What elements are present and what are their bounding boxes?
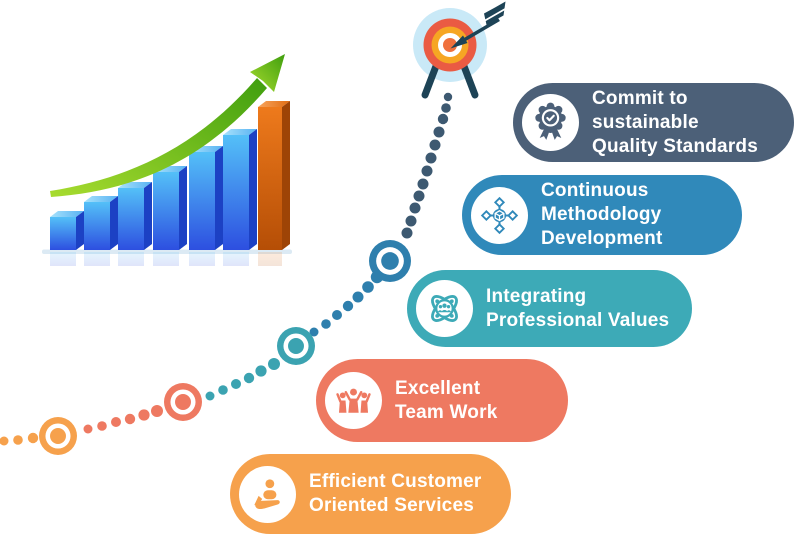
trail-dot — [151, 405, 163, 417]
milestone-label-methodology: Continuous Methodology Development — [541, 180, 663, 249]
trail-dot — [352, 291, 364, 303]
trail-dot — [421, 165, 433, 177]
chart-bar-reflection — [84, 252, 110, 266]
trail-dot — [243, 372, 255, 384]
chart-bar-side-face — [215, 146, 223, 250]
trail-dot — [309, 327, 319, 337]
blockchain-cubes-icon — [471, 186, 528, 244]
milestone-pill-professional-values: Integrating Professional Values — [407, 270, 692, 347]
dotted-path — [0, 92, 453, 446]
chart-bar-top-face — [50, 211, 84, 217]
milestone-pill-quality-standards: Commit to sustainable Quality Standards — [513, 83, 794, 162]
milestone-label-quality-standards: Commit to sustainable Quality Standards — [592, 87, 758, 157]
trail-dot — [433, 126, 445, 138]
trail-dot — [231, 379, 241, 389]
trail-dot — [401, 227, 413, 239]
chart-bar — [84, 202, 110, 250]
milestone-label-customer-services: Efficient Customer Oriented Services — [309, 471, 482, 516]
target-icon — [413, 1, 507, 99]
trail-dot — [97, 421, 107, 431]
chart-bar-side-face — [76, 211, 84, 250]
trail-dot — [413, 190, 425, 202]
dart-icon — [450, 1, 507, 49]
target-bullseye — [443, 38, 457, 52]
chart-bar-top-face — [258, 101, 290, 107]
chart-bar — [118, 188, 144, 250]
milestone-pill-customer-services: Efficient Customer Oriented Services — [230, 454, 511, 534]
trail-dot — [83, 424, 93, 434]
trail-dot — [124, 413, 136, 425]
trail-dot — [255, 365, 267, 377]
milestone-node-customer-services — [39, 417, 77, 455]
chart-bar-reflection — [50, 252, 76, 266]
milestone-node-professional-values — [277, 327, 315, 365]
team-celebration-icon — [325, 372, 382, 429]
chart-bar — [153, 172, 179, 250]
trail-dot — [437, 113, 449, 125]
trail-dot — [342, 300, 354, 312]
award-ribbon-icon — [522, 94, 579, 151]
chart-bar — [50, 217, 76, 250]
milestone-nodes — [39, 240, 411, 455]
milestone-node-methodology — [369, 240, 411, 282]
chart-bar-side-face — [249, 129, 257, 250]
trail-dot — [218, 385, 228, 395]
trail-dot — [441, 103, 451, 113]
customer-care-icon — [239, 465, 296, 523]
chart-bar-reflection — [189, 252, 215, 266]
growth-arrow — [50, 54, 285, 197]
milestone-pill-methodology: Continuous Methodology Development — [462, 175, 742, 255]
chart-bar-reflection — [153, 252, 179, 266]
growth-bar-chart — [50, 101, 290, 266]
milestone-label-professional-values: Integrating Professional Values — [486, 285, 670, 331]
milestone-pill-teamwork: Excellent Team Work — [316, 359, 568, 442]
trail-dot — [362, 281, 374, 293]
chart-bar — [258, 107, 282, 250]
milestone-node-teamwork — [164, 383, 202, 421]
chart-bar-reflection — [118, 252, 144, 266]
chart-bar-side-face — [110, 196, 118, 250]
trail-dot — [425, 152, 437, 164]
chart-bar-top-face — [223, 129, 257, 135]
milestone-label-teamwork: Excellent Team Work — [395, 377, 498, 423]
chart-bar-top-face — [84, 196, 118, 202]
trail-dot — [417, 178, 429, 190]
trail-dot — [429, 139, 441, 151]
chart-bar-reflection — [258, 252, 282, 266]
growth-arrow-head — [250, 54, 285, 92]
trail-dot — [0, 436, 9, 446]
chart-bar — [223, 135, 249, 250]
chart-bar-side-face — [144, 182, 152, 250]
trail-dot — [111, 417, 121, 427]
trail-dot — [332, 310, 342, 320]
trail-dot — [268, 358, 280, 370]
chart-bar-top-face — [118, 182, 152, 188]
trail-dot — [409, 202, 421, 214]
trail-dot — [405, 215, 417, 227]
trail-dot — [138, 409, 150, 421]
chart-bar — [189, 152, 215, 250]
trail-dot — [205, 391, 215, 401]
trail-dot — [321, 319, 331, 329]
trail-dot — [13, 435, 23, 445]
chart-bar-side-face — [282, 101, 290, 250]
chart-bar-reflection — [223, 252, 249, 266]
atom-people-icon — [416, 280, 473, 337]
trail-dot — [27, 432, 39, 444]
chart-bar-side-face — [179, 166, 187, 250]
trail-dot — [443, 92, 453, 102]
